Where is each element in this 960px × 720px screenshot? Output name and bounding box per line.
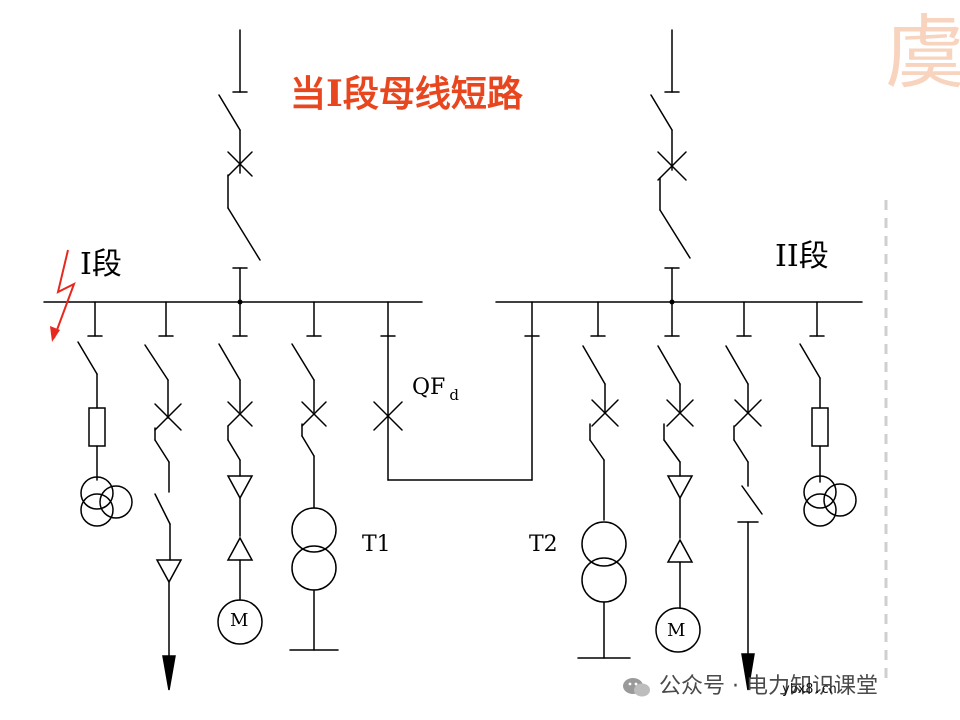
motor-1-circle [217,599,263,645]
feeder-transformer-t2 [577,301,631,659]
motor-2-label: M [667,620,686,641]
watermark-text: 公众号 · 电力知识课堂 [659,674,878,699]
junction-dot [669,299,675,305]
wechat-icon [623,678,650,697]
bus-coupler [373,301,540,481]
watermark-url: ybx8.cn [782,682,837,697]
bus-section-1-label: I段 [80,247,122,282]
junction-dot [237,299,243,305]
watermark: 公众号 · 电力知识课堂 [622,668,878,700]
feeder-outgoing-line-1 [144,301,183,661]
arrow-down-icon [162,655,176,691]
feeder-voltage-transformer-1 [77,301,133,527]
feeder-motor-1 [217,301,263,645]
bus-section-2-label: II段 [775,239,829,274]
bus-coupler-label-sub: d [449,386,459,404]
fault-arrow-head-icon [50,326,60,342]
feeder-voltage-transformer-2 [799,301,857,527]
arrow-down-icon [741,653,755,691]
feeder-transformer-t1 [289,301,339,651]
feeder-motor-2 [655,301,701,653]
incoming-feeder-1 [218,29,261,303]
motor-2-circle [655,607,701,653]
fault-lightning-icon [53,249,76,339]
bus-coupler-label-main: QF [412,375,446,400]
transformer-t2-label: T2 [529,532,558,557]
incoming-feeder-2 [650,29,691,303]
motor-1-label: M [230,610,249,631]
feeder-outgoing-line-2 [725,301,763,657]
transformer-t1-label: T1 [362,532,391,557]
decorative-calligraphy: 虞 [872,10,960,90]
slide-title: 当I段母线短路 [290,73,523,115]
